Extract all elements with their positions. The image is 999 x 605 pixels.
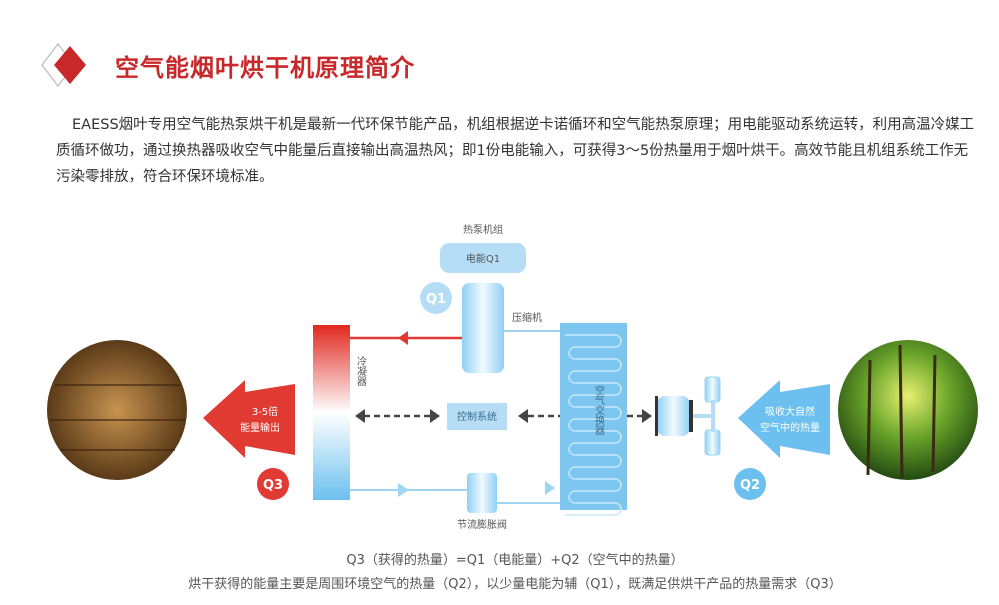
condenser-label: 冷凝器 <box>355 355 367 387</box>
q3-badge <box>257 468 289 500</box>
q2-label: Q2 <box>740 478 760 493</box>
forest-image <box>838 340 978 480</box>
energy-formula: Q3（获得的热量）=Q1（电能量）+Q2（空气中的热量） <box>346 553 684 568</box>
q1-badge <box>420 282 452 314</box>
page-title: 空气能烟叶烘干机原理简介 <box>115 54 415 82</box>
principle-diagram: 3-5倍 能量输出 吸收大自然 空气中的热量 Q3 Q2 Q1 热泵机组 电能Q… <box>47 223 978 531</box>
electric-energy-label: 电能Q1 <box>466 252 500 265</box>
q1-label: Q1 <box>426 292 446 307</box>
energy-output-arrow <box>203 380 295 458</box>
control-system-box <box>447 403 507 430</box>
electric-energy-box <box>440 243 526 273</box>
absorb-label-1: 吸收大自然 <box>765 405 815 418</box>
heat-absorb-arrow <box>738 380 830 458</box>
absorb-label-2: 空气中的热量 <box>760 421 820 434</box>
expansion-valve <box>467 473 497 513</box>
diamond-logo-icon <box>41 43 86 87</box>
tobacco-image <box>47 340 187 480</box>
output-label-2: 能量输出 <box>240 421 280 434</box>
control-system-label: 控制系统 <box>457 410 497 423</box>
q2-badge <box>734 468 766 500</box>
air-exchanger-label: 空气交换器 <box>593 384 605 436</box>
output-label-1: 3-5倍 <box>252 405 278 418</box>
heat-pump-unit-label: 热泵机组 <box>463 223 503 236</box>
intro-paragraph: EAESS烟叶专用空气能热泵烘干机是最新一代环保节能产品，机组根据逆卡诺循环和空… <box>56 117 975 185</box>
energy-summary: 烘干获得的能量主要是周围环境空气的热量（Q2），以少量电能为辅（Q1），既满足供… <box>188 577 842 592</box>
compressor-label: 压缩机 <box>512 311 542 324</box>
compressor <box>462 283 504 373</box>
fan-icon <box>655 376 721 456</box>
q3-label: Q3 <box>263 478 283 493</box>
expansion-valve-label: 节流膨胀阀 <box>457 518 507 531</box>
condenser <box>313 325 350 500</box>
